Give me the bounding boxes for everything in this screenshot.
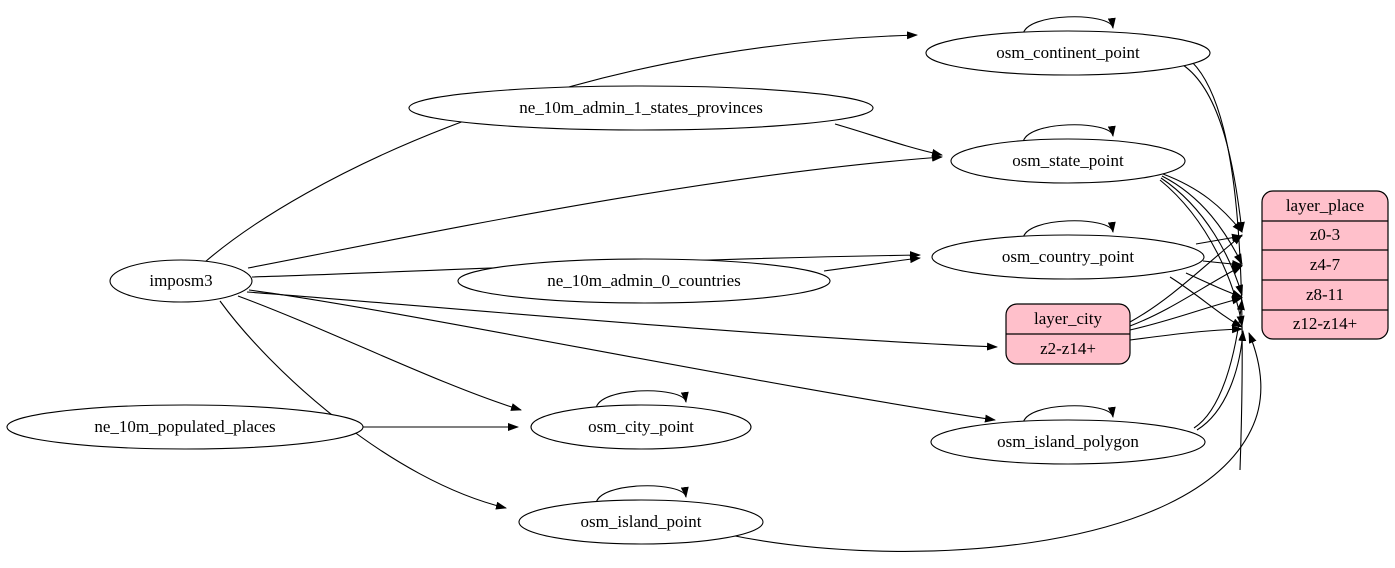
- node-osm_continent_point[interactable]: osm_continent_point: [925, 30, 1211, 76]
- edge-osm_country_point-to-layer_place-z8-11: [1185, 272, 1243, 298]
- node-osm_continent_point-label: osm_continent_point: [996, 43, 1140, 62]
- edge-ne_countries-to-osm_country_point: [823, 255, 921, 272]
- node-ne_states-label: ne_10m_admin_1_states_provinces: [519, 98, 763, 117]
- node-ne_10m_admin_1_states_provinces[interactable]: ne_10m_admin_1_states_provinces: [408, 85, 874, 131]
- edge-layer_city-to-layer_place-z8-11: [1129, 296, 1243, 331]
- layer_place-row-z4-7[interactable]: z4-7: [1310, 255, 1341, 274]
- node-ne_countries-label: ne_10m_admin_0_countries: [547, 271, 741, 290]
- node-osm_state_point[interactable]: osm_state_point: [950, 138, 1186, 184]
- edge-imposm3-to-osm_island_point: [219, 300, 507, 510]
- node-layer_city[interactable]: layer_city z2-z14+: [1005, 303, 1131, 365]
- edge-osm_country_point-to-layer_place-z4-7: [1202, 260, 1243, 268]
- selfloop-osm_island_point: [595, 485, 689, 505]
- node-osm_state_point-label: osm_state_point: [1012, 151, 1124, 170]
- edge-imposm3-to-osm_state_point: [247, 153, 943, 269]
- selfloop-osm_city_point: [595, 390, 689, 410]
- node-osm_island_polygon-label: osm_island_polygon: [997, 432, 1139, 451]
- layer_city-row-z2-z14[interactable]: z2-z14+: [1040, 339, 1096, 358]
- edge-layer_city-to-layer_place-z0-3: [1129, 234, 1243, 323]
- node-osm_island_polygon[interactable]: osm_island_polygon: [930, 419, 1206, 465]
- node-osm_island_point-label: osm_island_point: [581, 512, 702, 531]
- node-imposm3[interactable]: imposm3: [109, 259, 253, 303]
- node-imposm3-label: imposm3: [149, 271, 212, 290]
- selfloop-osm_continent_point: [1022, 16, 1116, 36]
- node-ne_10m_populated_places[interactable]: ne_10m_populated_places: [6, 404, 364, 450]
- selfloop-osm_country_point: [1022, 220, 1116, 240]
- node-ne_10m_admin_0_countries[interactable]: ne_10m_admin_0_countries: [457, 258, 831, 304]
- node-osm_city_point[interactable]: osm_city_point: [530, 404, 752, 450]
- selfloop-osm_island_polygon: [1022, 405, 1116, 425]
- edge-osm_island_point-to-layer_place-z12-z14: [729, 332, 1262, 552]
- layer_place-row-z0-3[interactable]: z0-3: [1310, 225, 1340, 244]
- edge-ne_states-to-osm_state_point: [834, 123, 943, 157]
- edge-osm_state_point-to-layer_place-z0-3: [1162, 173, 1243, 233]
- node-layer_place[interactable]: layer_place z0-3 z4-7 z8-11 z12-z14+: [1261, 190, 1389, 340]
- node-ne_populated-label: ne_10m_populated_places: [94, 417, 275, 436]
- selfloop-osm_state_point: [1022, 124, 1116, 144]
- node-osm_city_point-label: osm_city_point: [588, 417, 694, 436]
- nodes-layer: imposm3 ne_10m_admin_1_states_provinces …: [6, 30, 1389, 545]
- layer_place-row-z12-z14[interactable]: z12-z14+: [1293, 314, 1357, 333]
- edge-imposm3-to-osm_island_polygon: [248, 289, 996, 423]
- edge-osm_country_point-to-layer_place-z12-z14: [1169, 276, 1243, 328]
- layer_place-row-z8-11[interactable]: z8-11: [1306, 285, 1344, 304]
- edge-osm_continent_point-sweep: [1191, 61, 1243, 471]
- edge-imposm3-to-osm_city_point: [237, 295, 522, 411]
- edge-osm_state_point-to-layer_place-z4-7: [1161, 175, 1243, 265]
- node-osm_island_point[interactable]: osm_island_point: [518, 499, 764, 545]
- node-osm_country_point[interactable]: osm_country_point: [931, 234, 1205, 280]
- node-osm_country_point-label: osm_country_point: [1002, 247, 1134, 266]
- layer_place-title: layer_place: [1286, 196, 1364, 215]
- edge-layer_city-to-layer_place-z12-z14: [1129, 325, 1243, 341]
- edge-layer_city-to-layer_place-z4-7: [1129, 265, 1243, 327]
- edge-imposm3-to-layer_city: [246, 291, 998, 351]
- layer_city-title: layer_city: [1034, 309, 1102, 328]
- edge-osm_island_polygon-to-layer_place-z12-z14: [1196, 330, 1247, 431]
- edge-osm_state_point-to-layer_place-z8-11: [1160, 177, 1243, 296]
- edge-osm_island_polygon-to-layer_place-z8-11: [1193, 299, 1245, 429]
- edge-imposm3-to-osm_continent_point: [204, 31, 918, 263]
- edge-osm_continent_point-to-layer_place-z0-3: [1182, 64, 1245, 233]
